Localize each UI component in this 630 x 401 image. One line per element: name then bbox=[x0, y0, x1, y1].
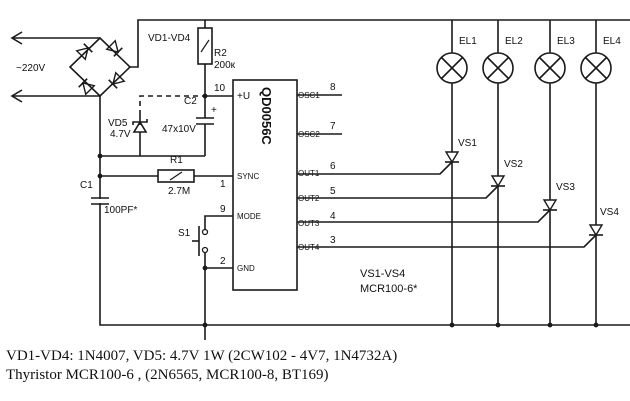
junction-return bbox=[97, 153, 103, 159]
lamp-branch-1: EL1 VS1 bbox=[436, 20, 477, 328]
pin-num-9: 9 bbox=[220, 204, 226, 215]
ic-ground-wire bbox=[204, 267, 233, 340]
pin-num-3: 3 bbox=[330, 235, 336, 246]
ac-input: ~220V bbox=[10, 31, 100, 103]
out2-wire bbox=[297, 185, 499, 199]
pin-num-5: 5 bbox=[330, 186, 336, 197]
pin-num-1: 1 bbox=[220, 179, 226, 190]
thyristor-vs2-label: VS2 bbox=[504, 159, 523, 170]
capacitor-c2: C2 + 47x10V bbox=[162, 96, 217, 156]
lamp-el2-icon bbox=[482, 52, 514, 84]
c2-value: 47x10V bbox=[162, 124, 196, 135]
junction-sync bbox=[97, 173, 103, 179]
lamp-branch-4: EL4 VS4 bbox=[580, 20, 621, 328]
pin-label-out3: OUT3 bbox=[298, 219, 320, 228]
c2-polarity: + bbox=[211, 105, 217, 116]
supply-voltage-label: ~220V bbox=[16, 63, 46, 74]
pin-label-gnd: GND bbox=[237, 264, 255, 273]
resistor-r1: R1 2.7M bbox=[100, 155, 233, 197]
component-notes: VD1-VD4: 1N4007, VD5: 4.7V 1W (2CW102 - … bbox=[6, 347, 626, 385]
out4-wire bbox=[297, 234, 597, 248]
lamp-el3-icon bbox=[534, 52, 566, 84]
pin-label-mode: MODE bbox=[237, 212, 261, 221]
ic-name: QD0056C bbox=[259, 87, 274, 145]
lamp-el4-icon bbox=[580, 52, 612, 84]
pin-num-4: 4 bbox=[330, 211, 336, 222]
lamp-el2-label: EL2 bbox=[505, 36, 523, 47]
switch-s1: S1 bbox=[178, 215, 233, 268]
thyristor-vs4-label: VS4 bbox=[600, 207, 619, 218]
vd5-ref: VD5 bbox=[108, 118, 128, 129]
positive-rail bbox=[130, 19, 206, 68]
note-thyristor: Thyristor MCR100-6 , (2N6565, MCR100-8, … bbox=[6, 367, 329, 383]
out3-wire bbox=[297, 209, 551, 223]
pin-label-vcc: +U bbox=[237, 91, 250, 102]
junction-s1 bbox=[202, 265, 208, 271]
pin-num-6: 6 bbox=[330, 161, 336, 172]
out1-wire bbox=[297, 161, 453, 175]
lamp-el3-label: EL3 bbox=[557, 36, 575, 47]
junction-ground bbox=[202, 322, 208, 328]
s1-ref: S1 bbox=[178, 228, 191, 239]
bridge-rectifier: VD1-VD4 bbox=[68, 33, 191, 98]
r1-value: 2.7M bbox=[168, 186, 190, 197]
pin-num-7: 7 bbox=[330, 121, 336, 132]
lamp-el1-icon bbox=[436, 52, 468, 84]
vd5-value: 4.7V bbox=[110, 129, 131, 140]
lamp-el4-label: EL4 bbox=[603, 36, 621, 47]
bridge-label: VD1-VD4 bbox=[148, 33, 191, 44]
thyristor-vs3-label: VS3 bbox=[556, 182, 575, 193]
negative-rail bbox=[99, 96, 630, 326]
circuit-schematic: ~220V VD1-VD4 R2 200к VD5 4.7V bbox=[10, 19, 630, 340]
lamp-branch-3: EL3 VS3 bbox=[534, 20, 575, 328]
ic-qd0056c: QD0056C +U 10 SYNC 1 MODE 9 GND 2 OSC1 8… bbox=[214, 79, 336, 291]
pin-num-10: 10 bbox=[214, 83, 226, 94]
resistor-r2: R2 200к bbox=[197, 27, 236, 96]
lamp-branch-2: EL2 VS2 bbox=[482, 20, 523, 328]
pin-num-8: 8 bbox=[330, 82, 336, 93]
note-diodes: VD1-VD4: 1N4007, VD5: 4.7V 1W (2CW102 - … bbox=[6, 348, 398, 364]
thyristor-group-part: MCR100-6* bbox=[360, 283, 418, 295]
zener-vd5: VD5 4.7V bbox=[108, 115, 148, 156]
capacitor-c1: C1 100PF* bbox=[80, 180, 137, 216]
c1-ref: C1 bbox=[80, 180, 93, 191]
dashed-link bbox=[139, 95, 205, 115]
pin-num-2: 2 bbox=[220, 256, 226, 267]
c2-ref: C2 bbox=[184, 96, 197, 107]
lamp-el1-label: EL1 bbox=[459, 36, 477, 47]
thyristor-group-ref: VS1-VS4 bbox=[360, 268, 405, 280]
r1-ref: R1 bbox=[170, 155, 183, 166]
pin-label-sync: SYNC bbox=[237, 172, 259, 181]
r2-value: 200к bbox=[214, 60, 236, 71]
thyristor-vs1-label: VS1 bbox=[458, 138, 477, 149]
c1-value: 100PF* bbox=[104, 205, 137, 216]
r2-ref: R2 bbox=[214, 48, 227, 59]
